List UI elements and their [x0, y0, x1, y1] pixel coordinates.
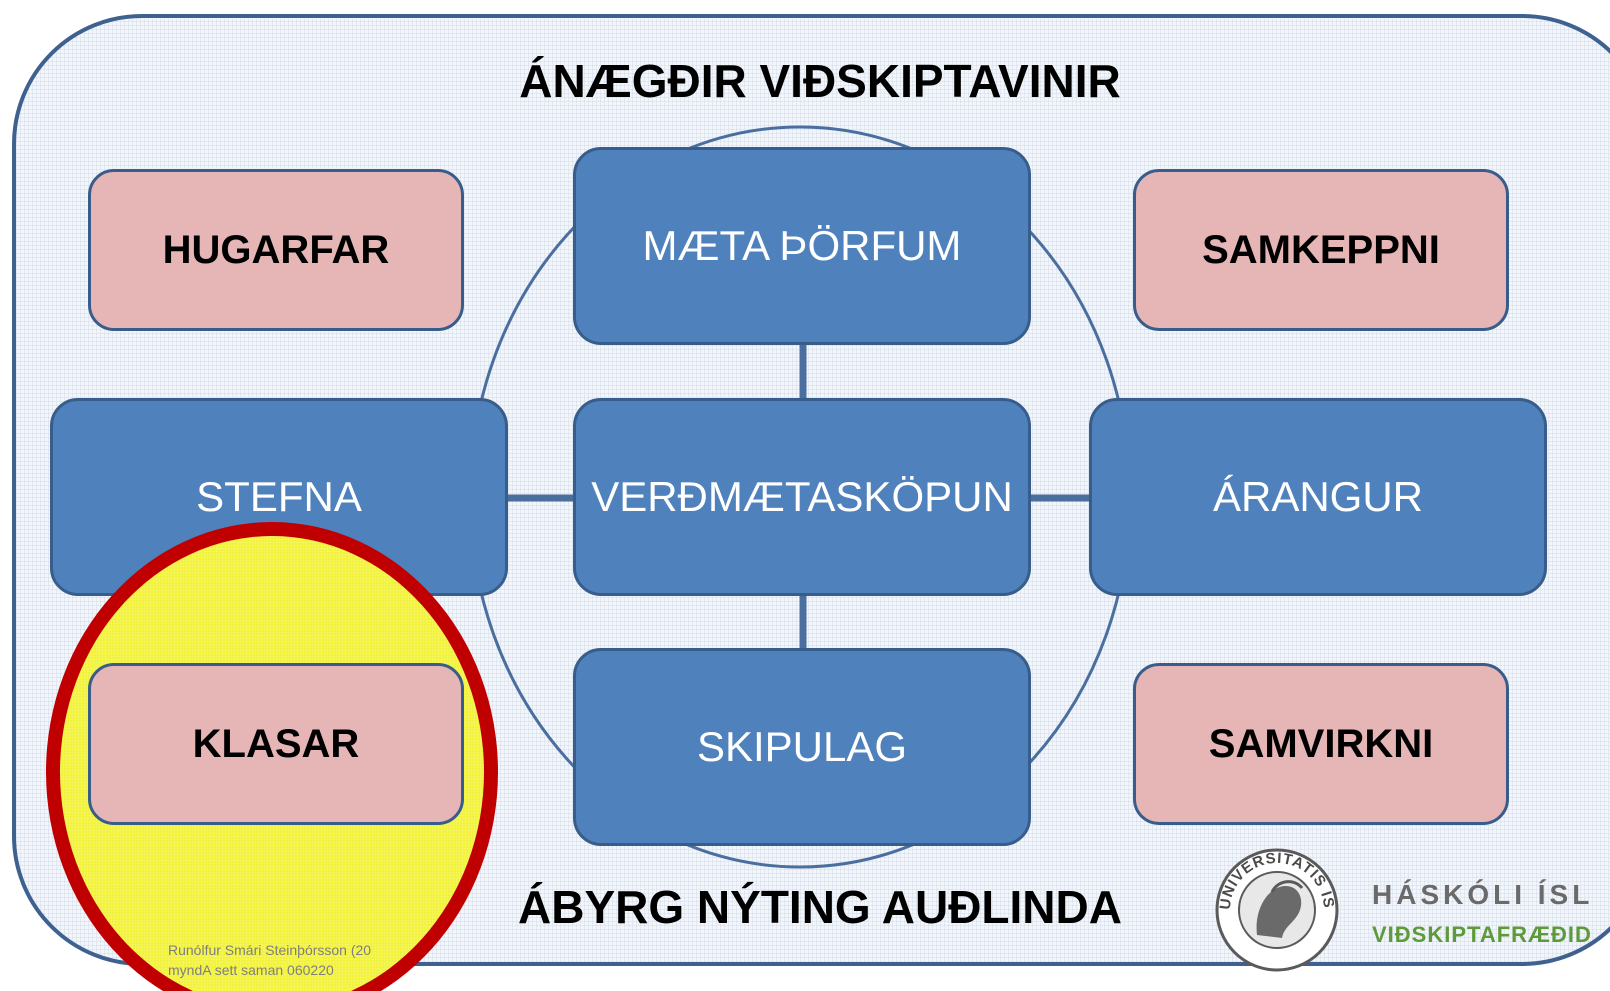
node-arangur: ÁRANGUR: [1089, 398, 1547, 596]
university-seal-icon: UNIVERSITATIS ISLANDIAE: [1212, 840, 1339, 972]
credit-text: Runólfur Smári Steinþórsson (20 myndA se…: [168, 940, 371, 980]
node-maeta-thorfum: MÆTA ÞÖRFUM: [573, 147, 1031, 345]
top-label: ÁNÆGÐIR VIÐSKIPTAVINIR: [519, 55, 1121, 107]
credit-line-1: Runólfur Smári Steinþórsson (20: [168, 942, 372, 958]
department-name: VIÐSKIPTAFRÆÐID: [1372, 922, 1592, 947]
bottom-label: ÁBYRG NÝTING AUÐLINDA: [518, 881, 1122, 933]
node-hugarfar: HUGARFAR: [88, 169, 464, 331]
node-verdmaetaskopun: VERÐMÆTASKÖPUN: [573, 398, 1031, 596]
university-name: HÁSKÓLI ÍSL: [1372, 879, 1594, 910]
node-samvirkni: SAMVIRKNI: [1133, 663, 1509, 825]
node-skipulag: SKIPULAG: [573, 648, 1031, 846]
node-samkeppni: SAMKEPPNI: [1133, 169, 1509, 331]
node-stefna: STEFNA: [50, 398, 508, 596]
credit-line-2: myndA sett saman 060220: [168, 962, 334, 978]
node-klasar: KLASAR: [88, 663, 464, 825]
